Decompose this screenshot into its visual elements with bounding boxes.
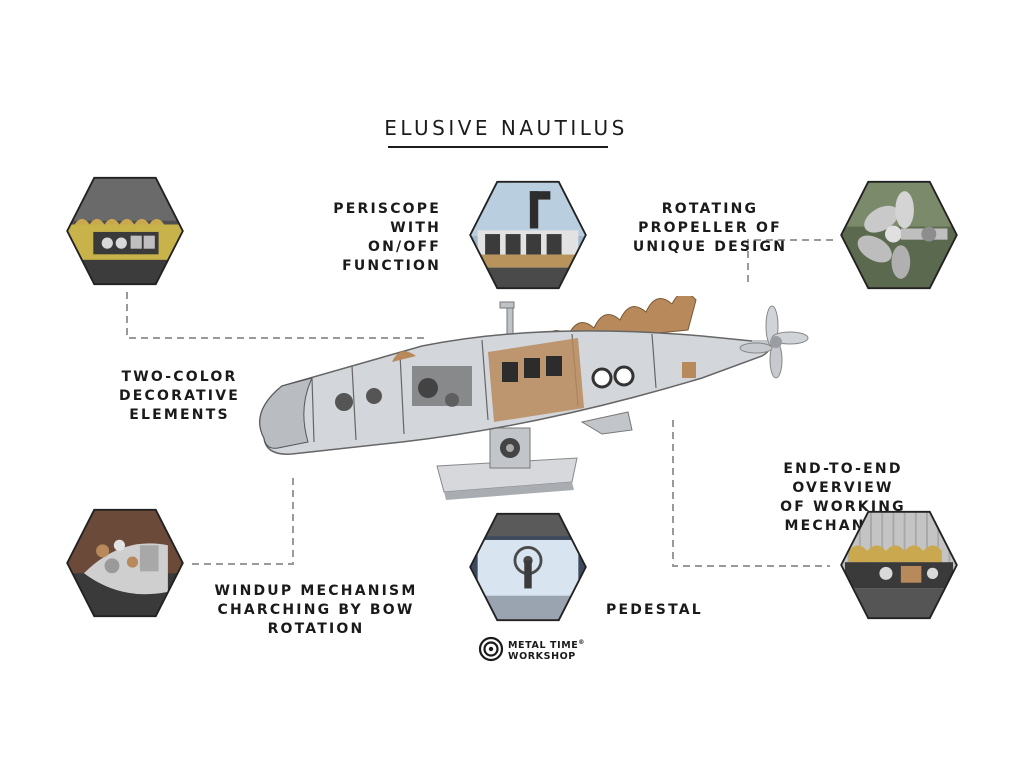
logo-mark-icon xyxy=(478,636,504,662)
title-underline xyxy=(388,146,608,148)
hex-two-color-photo xyxy=(66,176,184,286)
hex-periscope-photo xyxy=(469,180,587,290)
hex-pedestal-photo xyxy=(469,512,587,622)
submarine-model-illustration xyxy=(259,296,809,500)
connector-propeller xyxy=(747,239,833,285)
hex-windup-photo xyxy=(66,508,184,618)
logo-registered-mark: ® xyxy=(578,639,585,646)
connector-windup xyxy=(190,478,294,565)
label-periscope: PERISCOPE WITH ON/OFF FUNCTION xyxy=(333,201,441,274)
label-windup: WINDUP MECHANISM CHARCHING BY BOW ROTATI… xyxy=(214,583,418,637)
brand-logo: METAL TIME® WORKSHOP xyxy=(478,634,598,664)
connector-two-color xyxy=(126,292,425,339)
label-two-color: TWO-COLOR DECORATIVE ELEMENTS xyxy=(118,369,241,423)
hex-overview-photo xyxy=(840,510,958,620)
logo-line1: METAL TIME xyxy=(508,640,579,652)
label-pedestal: PEDESTAL xyxy=(606,602,703,618)
label-propeller: ROTATING PROPELLER OF UNIQUE DESIGN xyxy=(632,201,788,255)
label-overview: END-TO-END OVERVIEW OF WORKING MECHANISM xyxy=(780,461,906,534)
page-title: ELUSIVE NAUTILUS xyxy=(384,116,628,140)
logo-line2: WORKSHOP xyxy=(508,651,576,663)
connector-overview xyxy=(672,420,830,567)
hex-propeller-photo xyxy=(840,180,958,290)
